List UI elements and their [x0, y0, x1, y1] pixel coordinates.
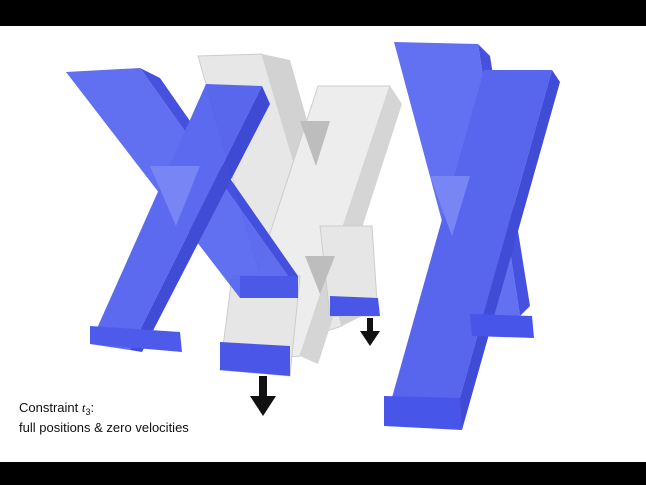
- blue-x-right: [384, 42, 560, 430]
- caption-subscript: 3: [85, 407, 91, 417]
- caption-line-1: Constraint t3:: [19, 400, 189, 420]
- caption-line-2: full positions & zero velocities: [19, 420, 189, 435]
- caption-variable: t: [81, 400, 86, 415]
- caption-prefix: Constraint: [19, 400, 82, 415]
- blue-x-left: [66, 68, 298, 352]
- letterbox-bottom: [0, 462, 646, 485]
- caption: Constraint t3: full positions & zero vel…: [19, 400, 189, 436]
- down-arrow: [360, 318, 380, 346]
- down-arrow: [250, 376, 276, 416]
- caption-suffix: :: [90, 400, 95, 415]
- x-shapes-illustration: [66, 42, 560, 430]
- letterbox-top: [0, 0, 646, 26]
- render-scene: Constraint t3: full positions & zero vel…: [0, 26, 646, 462]
